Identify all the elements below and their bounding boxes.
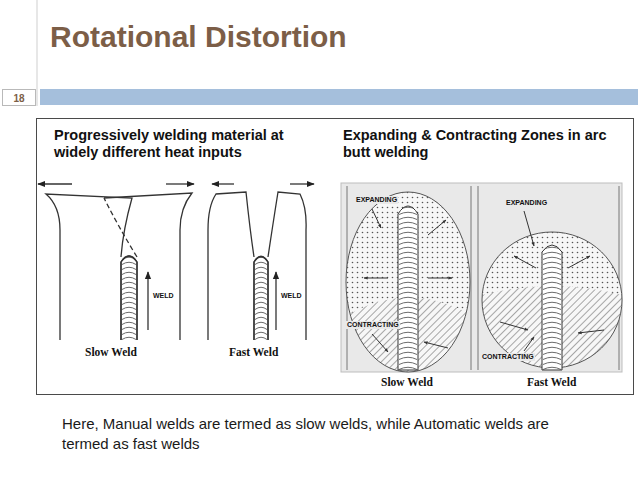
weld-bead — [542, 245, 562, 370]
zone-arrows — [364, 209, 452, 352]
slide-number: 18 — [13, 93, 24, 105]
arrow-label: WELD — [152, 292, 175, 300]
contraction-arrow — [578, 330, 604, 333]
plate-outline — [46, 194, 132, 340]
header-bar — [40, 89, 638, 105]
weld-bead — [254, 257, 268, 341]
slide-title: Rotational Distortion — [50, 20, 347, 54]
zone-label: EXPANDING — [505, 199, 548, 207]
rotation-arrow — [290, 183, 314, 184]
expansion-arrow — [428, 278, 452, 279]
zone-label: EXPANDING — [355, 196, 398, 204]
weld-bead-ripples — [254, 257, 268, 341]
panel-heading: Progressively welding material at widely… — [54, 127, 294, 162]
header-rule — [37, 0, 38, 106]
plate-outline — [208, 192, 254, 340]
rotation-arrow — [212, 183, 234, 184]
rotation-arrow — [166, 183, 194, 184]
expansion-arrow — [568, 256, 590, 268]
panel-heading: Expanding & Contracting Zones in arc but… — [343, 127, 631, 162]
rotation-arrow — [38, 183, 72, 184]
expansion-arrow — [428, 220, 446, 235]
slide-note: Here, Manual welds are termed as slow we… — [62, 414, 567, 455]
weld-direction-arrow — [147, 272, 148, 330]
expanding-zone — [340, 180, 480, 380]
zone-label: CONTRACTING — [481, 353, 535, 361]
fast-weld-zones — [478, 225, 628, 380]
slow-weld-plates — [38, 184, 194, 340]
plate-outline — [104, 193, 192, 340]
plate-edge-dashed — [104, 198, 137, 257]
zone-arrows — [500, 211, 604, 351]
figure-caption: Fast Weld — [228, 346, 279, 359]
expansion-arrow — [514, 256, 536, 268]
figure-caption: Slow Weld — [84, 346, 138, 359]
slide-number-box: 18 — [2, 89, 36, 106]
leader-line — [372, 209, 381, 228]
weld-bead-ripples — [398, 206, 418, 370]
zone-label: CONTRACTING — [346, 321, 400, 329]
weld-bead-ripples — [542, 245, 562, 370]
slow-weld-zones — [340, 180, 480, 380]
plate-edge — [471, 186, 472, 370]
arrow-label: WELD — [280, 292, 303, 300]
weld-bead — [398, 206, 418, 370]
heat-zone-outline — [346, 192, 470, 372]
weld-direction-arrow — [275, 272, 276, 330]
expansion-arrow — [364, 278, 388, 279]
leader-line — [524, 337, 534, 351]
plate-outline — [268, 192, 306, 340]
weld-bead — [121, 256, 137, 340]
plate-edge — [478, 186, 479, 370]
contraction-arrow — [500, 322, 528, 330]
fast-weld-plates — [208, 184, 314, 340]
leader-line — [372, 334, 388, 352]
figure-caption: Slow Weld — [380, 376, 434, 389]
zone-ground — [340, 180, 480, 380]
figure-caption: Fast Weld — [526, 376, 577, 389]
leader-line — [524, 211, 534, 246]
contraction-arrow — [424, 342, 448, 348]
weld-bead-ripples — [121, 256, 137, 340]
